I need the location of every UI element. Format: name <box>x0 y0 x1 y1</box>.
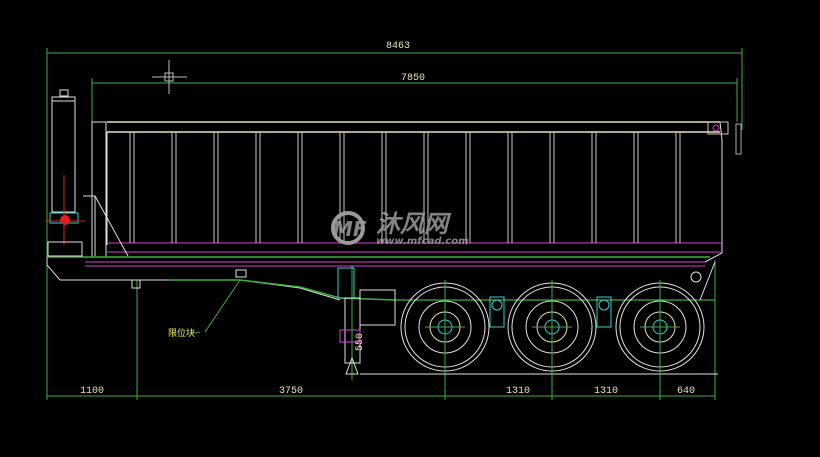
dim-body-length: 7850 <box>401 73 425 84</box>
watermark-brand: 沐风网 <box>376 210 452 238</box>
axle-group <box>400 280 705 374</box>
svg-text:MF: MF <box>333 217 367 241</box>
wheel <box>400 280 490 374</box>
wheel <box>615 280 705 374</box>
dump-body <box>91 121 742 263</box>
dim-front-overhang: 1100 <box>80 386 104 397</box>
watermark-url: www.mfcad.com <box>376 236 469 247</box>
mf-logo-icon: MF <box>331 211 367 245</box>
cursor-crosshair-icon <box>152 60 187 94</box>
dim-axle-spacing-1: 1310 <box>506 386 530 397</box>
wheel <box>507 280 597 374</box>
limit-block-label: 限位块 <box>168 327 195 339</box>
dim-overall-length: 8463 <box>386 41 410 52</box>
suspension-hanger <box>489 296 505 328</box>
dim-rear-overhang: 640 <box>677 386 695 397</box>
chassis-frame <box>46 256 716 301</box>
dim-landing-gear-height: 550 <box>355 333 366 351</box>
landing-gear <box>337 267 718 375</box>
watermark: MF 沐风网 www.mfcad.com <box>331 210 469 247</box>
dim-kingpin-to-axle: 3750 <box>279 386 303 397</box>
suspension-hanger <box>596 296 612 328</box>
dim-axle-spacing-2: 1310 <box>594 386 618 397</box>
hydraulic-cylinder <box>45 89 129 257</box>
